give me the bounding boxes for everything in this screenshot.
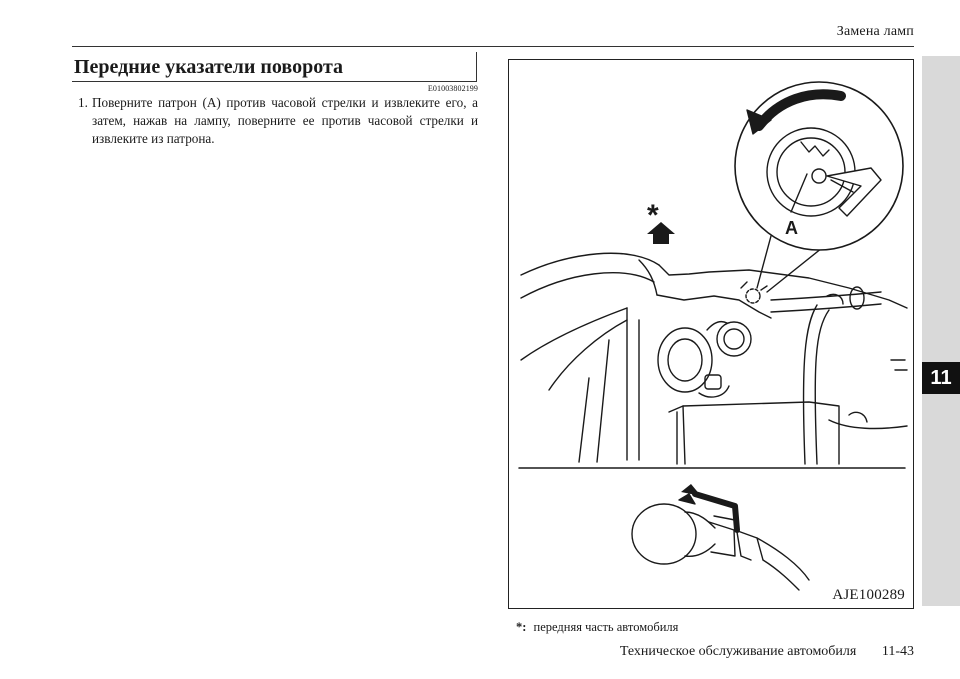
- illustration-frame: A * AJE100289: [508, 59, 914, 609]
- chapter-number-badge: 11: [922, 362, 960, 394]
- section-title-box: Передние указатели поворота: [72, 52, 477, 82]
- step-1: 1. Поверните патрон (A) против часовой с…: [78, 94, 478, 148]
- running-header: Замена ламп: [836, 24, 914, 39]
- section-code: E01003802199: [427, 84, 478, 93]
- side-thumb-tab: [922, 56, 960, 606]
- magnified-socket-detail: [734, 81, 904, 251]
- section-title: Передние указатели поворота: [74, 56, 344, 78]
- figure-code: AJE100289: [832, 587, 905, 603]
- front-direction-arrow: *: [647, 199, 675, 244]
- star-mark: *: [647, 199, 659, 232]
- label-a: A: [785, 218, 798, 238]
- bulb-removal-detail: [631, 484, 810, 591]
- leader-line: [756, 235, 772, 289]
- page-number: 11-43: [881, 644, 914, 659]
- footnote-text: передняя часть автомобиля: [533, 620, 679, 634]
- figure-footnote: *: передняя часть автомобиля: [516, 620, 678, 635]
- headlamp-illustration: A *: [518, 81, 908, 591]
- step-text: Поверните патрон (A) против часовой стре…: [92, 95, 478, 146]
- engine-bay-drawing: [520, 252, 908, 465]
- header-rule: [72, 46, 914, 47]
- step-number: 1.: [78, 95, 88, 110]
- footnote-mark: *:: [516, 620, 527, 634]
- footer-book-title: Техническое обслуживание автомобиля: [619, 644, 857, 659]
- page-footer: Техническое обслуживание автомобиля 11-4…: [620, 644, 914, 660]
